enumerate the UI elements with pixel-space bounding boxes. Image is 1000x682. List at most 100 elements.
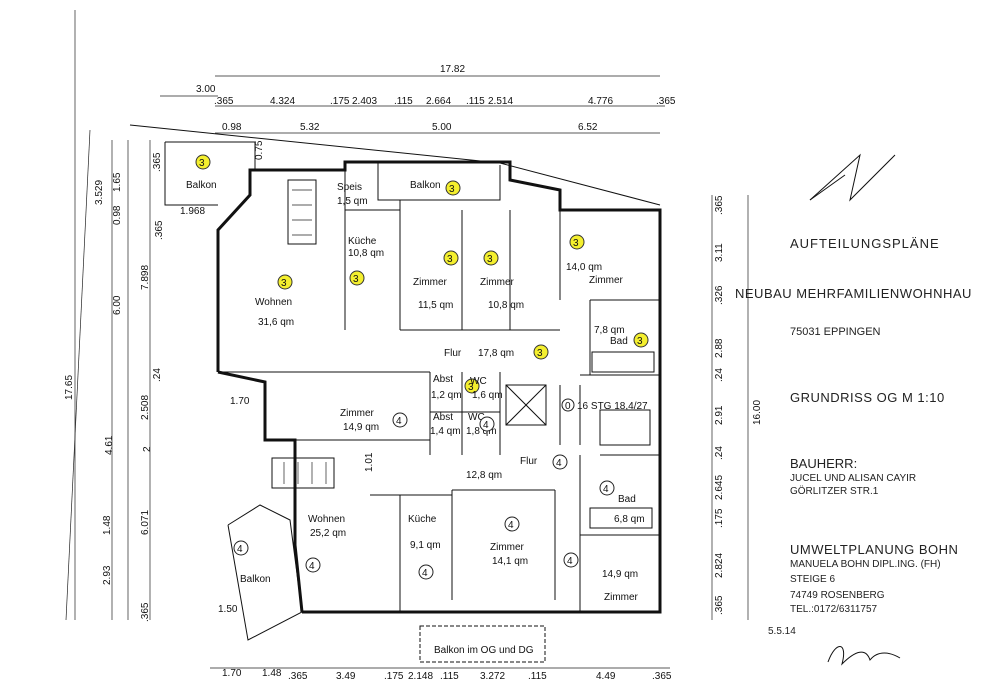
room-abst-upper: Abst 1,2 qm <box>431 374 462 401</box>
marker-4 <box>504 516 520 532</box>
balcony-note: Balkon im OG und DG <box>434 645 534 656</box>
dim-b-9: 4.49 <box>596 671 616 682</box>
dim-left-s-0: 1.65 <box>112 172 123 192</box>
dim-misc-1: 1.70 <box>230 396 250 407</box>
room-area: 1,2 qm <box>431 390 462 401</box>
room-zimmer-3: 3 14,0 qm Zimmer <box>566 234 624 286</box>
marker-4-label: 4 <box>422 568 428 579</box>
room-zimmer-west: Zimmer 14,9 qm 4 <box>340 408 408 433</box>
marker-4-label: 4 <box>483 420 489 431</box>
dimension-lines-left: 17.65 6.00 4.61 1.48 2.93 3.529 0.98 7.8… <box>64 10 163 622</box>
room-name: Zimmer <box>480 277 515 288</box>
room-name: Zimmer <box>413 277 448 288</box>
marker-4 <box>563 552 579 568</box>
room-kueche-lower: Küche 9,1 qm 4 <box>408 514 441 580</box>
room-zimmer-mid: 4 Zimmer 14,1 qm <box>490 516 528 567</box>
dim-b-1: 1.48 <box>262 668 282 679</box>
dim-left-in-3: 2.508 <box>140 395 151 420</box>
room-area: 1,5 qm <box>337 196 368 207</box>
dim-r-6: .24 <box>714 446 725 460</box>
marker-4 <box>392 412 408 428</box>
marker-3 <box>349 270 365 286</box>
dim-top-300: 3.00 <box>196 84 216 95</box>
dim-misc-4: 0.75 <box>254 140 265 160</box>
dim-t3-1: 5.32 <box>300 122 320 133</box>
room-area: 7,8 qm <box>594 325 625 336</box>
dining-table-upper <box>287 179 317 245</box>
room-flur-lower: Flur 12,8 qm 4 <box>466 454 568 481</box>
marker-4-label: 4 <box>508 520 514 531</box>
room-name: Bad <box>618 494 636 505</box>
dim-b-5: 2.148 <box>408 671 433 682</box>
dim-r-5: 2.91 <box>714 405 725 425</box>
marker-4 <box>418 564 434 580</box>
north-arrow-icon <box>809 153 896 202</box>
dim-r-3: 2.88 <box>714 338 725 358</box>
room-name: Wohnen <box>255 297 292 308</box>
dim-t2-0: .365 <box>214 96 234 107</box>
room-wohnen-upper: 3 Wohnen 31,6 qm <box>255 274 294 328</box>
dim-t2-8: 4.776 <box>588 96 613 107</box>
room-area: 14,0 qm <box>566 262 602 273</box>
dim-t2-1: 4.324 <box>270 96 295 107</box>
signature-mark <box>827 646 901 666</box>
dim-left-s-2: .24 <box>152 368 163 382</box>
marker-3-label: 3 <box>353 274 359 285</box>
dimension-lines-right: 16.00 .365 3.11 .326 2.88 .24 2.91 .24 2… <box>711 195 763 620</box>
marker-4-label: 4 <box>396 416 402 427</box>
marker-3 <box>569 234 585 250</box>
room-area: 9,1 qm <box>410 540 441 551</box>
room-name: Zimmer <box>340 408 375 419</box>
dim-r-7: 2.645 <box>714 475 725 500</box>
dim-t2-9: .365 <box>656 96 676 107</box>
room-name: Bad <box>610 336 628 347</box>
dim-misc-3: 1.01 <box>364 452 375 472</box>
marker-3-label: 3 <box>537 348 543 359</box>
room-name: WC <box>470 376 487 387</box>
room-area: 17,8 qm <box>478 348 514 359</box>
dim-b-0: 1.70 <box>222 668 242 679</box>
apartment-3-rooms: 3 Balkon Speis 1,5 qm Balkon 3 Küche 10,… <box>186 154 649 401</box>
marker-3 <box>443 250 459 266</box>
room-name: Abst <box>433 412 453 423</box>
dim-r-4: .24 <box>714 368 725 382</box>
dim-b-6: .115 <box>440 671 459 682</box>
marker-3-label: 3 <box>487 254 493 265</box>
marker-3-label: 3 <box>447 254 453 265</box>
room-name: Zimmer <box>589 275 624 286</box>
room-abst-lower: Abst 1,4 qm <box>430 412 461 437</box>
dim-left-in-1: 0.98 <box>112 205 123 225</box>
dimension-lines-bottom: 1.70 1.48 .365 3.49 .175 2.148 .115 3.27… <box>210 667 672 682</box>
dim-t3-2: 5.00 <box>432 122 452 133</box>
room-name: Flur <box>520 456 538 467</box>
dining-table-lower <box>271 457 335 489</box>
marker-3 <box>445 180 461 196</box>
room-area: 11,5 qm <box>418 300 453 311</box>
room-flur-upper: Flur 17,8 qm 3 <box>444 344 549 360</box>
dim-r-10: .365 <box>714 595 725 615</box>
dim-t2-3: 2.403 <box>352 96 377 107</box>
room-wc-lower: WC 1,8 qm 4 <box>466 412 497 437</box>
marker-3 <box>483 250 499 266</box>
room-area: 10,8 qm <box>348 248 384 259</box>
dim-t3-0: 0.98 <box>222 122 242 133</box>
dimension-lines-top: 17.82 3.00 .365 4.324 .175 2.403 .115 2.… <box>160 64 676 134</box>
dim-t2-4: .115 <box>394 96 413 107</box>
dim-top-total: 17.82 <box>440 64 465 75</box>
dim-left-in-5: .365 <box>140 602 151 622</box>
marker-3 <box>464 378 480 394</box>
room-kueche-upper: Küche 10,8 qm 3 <box>348 236 384 286</box>
room-name: Zimmer <box>604 592 639 603</box>
dim-r-8: .175 <box>714 508 725 528</box>
room-name: Balkon <box>186 180 217 191</box>
dim-b-2: .365 <box>288 671 308 682</box>
room-name: Balkon <box>240 574 271 585</box>
title-block-architect-city: 74749 ROSENBERG <box>790 590 885 601</box>
marker-4 <box>479 416 495 432</box>
dim-left-mid-3: 2.93 <box>102 565 113 585</box>
title-block-architect-person: MANUELA BOHN DIPL.ING. (FH) <box>790 559 941 570</box>
marker-3-label: 3 <box>281 278 287 289</box>
room-name: Speis <box>337 182 362 193</box>
dim-r-0: .365 <box>714 195 725 215</box>
room-name: Küche <box>408 514 437 525</box>
